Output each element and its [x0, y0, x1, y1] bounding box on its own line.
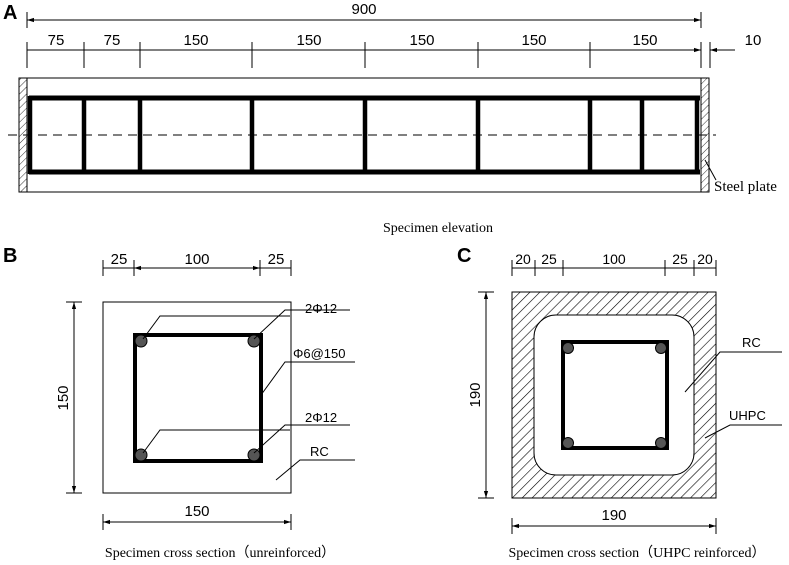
dim-seg-2: 75 — [104, 32, 121, 49]
b-label-stirrup: Φ6@150 — [293, 346, 346, 361]
steel-plate-leader — [704, 159, 717, 181]
dim-seg-3: 150 — [183, 32, 208, 49]
c-stirrup — [561, 340, 669, 450]
c-leaders — [684, 351, 782, 439]
dim-total-900: 900 — [26, 1, 702, 28]
c-top-dims: 20 25 100 25 20 — [511, 251, 717, 276]
c-label-rc: RC — [742, 335, 761, 350]
panel-a-letter: A — [3, 2, 17, 24]
c-rc-core — [533, 314, 695, 476]
b-top-dims: 25 100 25 — [102, 251, 292, 276]
b-label-rebar-top: 2Φ12 — [305, 301, 337, 316]
c-dim-jacket-right: 20 — [697, 251, 713, 267]
c-dim-height: 190 — [467, 382, 484, 407]
dim-seg-7: 150 — [632, 32, 657, 49]
panel-b-letter: B — [3, 245, 17, 267]
c-height-dim: 190 — [467, 291, 494, 499]
caption-unreinforced: Specimen cross section（unreinforced） — [105, 545, 335, 561]
b-dim-core: 100 — [184, 251, 209, 268]
c-dim-cover-right: 25 — [672, 251, 688, 267]
b-width-dim: 150 — [102, 503, 292, 530]
dim-plate: 10 — [745, 32, 762, 49]
panel-c-letter: C — [457, 245, 471, 267]
c-dim-jacket-left: 20 — [515, 251, 531, 267]
c-dim-core: 100 — [602, 251, 626, 267]
b-stirrup — [133, 333, 263, 463]
panel-a: A 900 75 75 150 150 150 15 — [3, 1, 777, 236]
dim-seg-5: 150 — [409, 32, 434, 49]
caption-elevation: Specimen elevation — [383, 221, 493, 236]
stirrups — [27, 96, 700, 174]
dim-total-label: 900 — [351, 1, 376, 18]
c-dim-width: 190 — [601, 507, 626, 524]
steel-plate-label: Steel plate — [714, 179, 777, 195]
c-rebars — [562, 342, 667, 449]
b-leaders — [142, 309, 355, 481]
c-width-dim: 190 — [511, 507, 717, 534]
dim-segments: 75 75 150 150 150 150 150 10 — [26, 32, 762, 68]
b-label-rebar-bottom: 2Φ12 — [305, 410, 337, 425]
caption-uhpc-reinforced: Specimen cross section（UHPC reinforced） — [509, 545, 766, 561]
c-dim-cover-left: 25 — [541, 251, 557, 267]
panel-c: C 20 25 100 25 20 190 — [457, 245, 782, 561]
b-dim-width: 150 — [184, 503, 209, 520]
c-label-uhpc: UHPC — [729, 408, 766, 423]
b-dim-cover-right: 25 — [268, 251, 285, 268]
dim-seg-4: 150 — [296, 32, 321, 49]
b-height-dim: 150 — [55, 301, 82, 494]
dim-seg-1: 75 — [48, 32, 65, 49]
b-dim-cover-left: 25 — [111, 251, 128, 268]
panel-b: B 25 100 25 150 — [3, 245, 355, 561]
dim-seg-6: 150 — [521, 32, 546, 49]
b-dim-height: 150 — [55, 385, 72, 410]
b-label-rc: RC — [310, 444, 329, 459]
